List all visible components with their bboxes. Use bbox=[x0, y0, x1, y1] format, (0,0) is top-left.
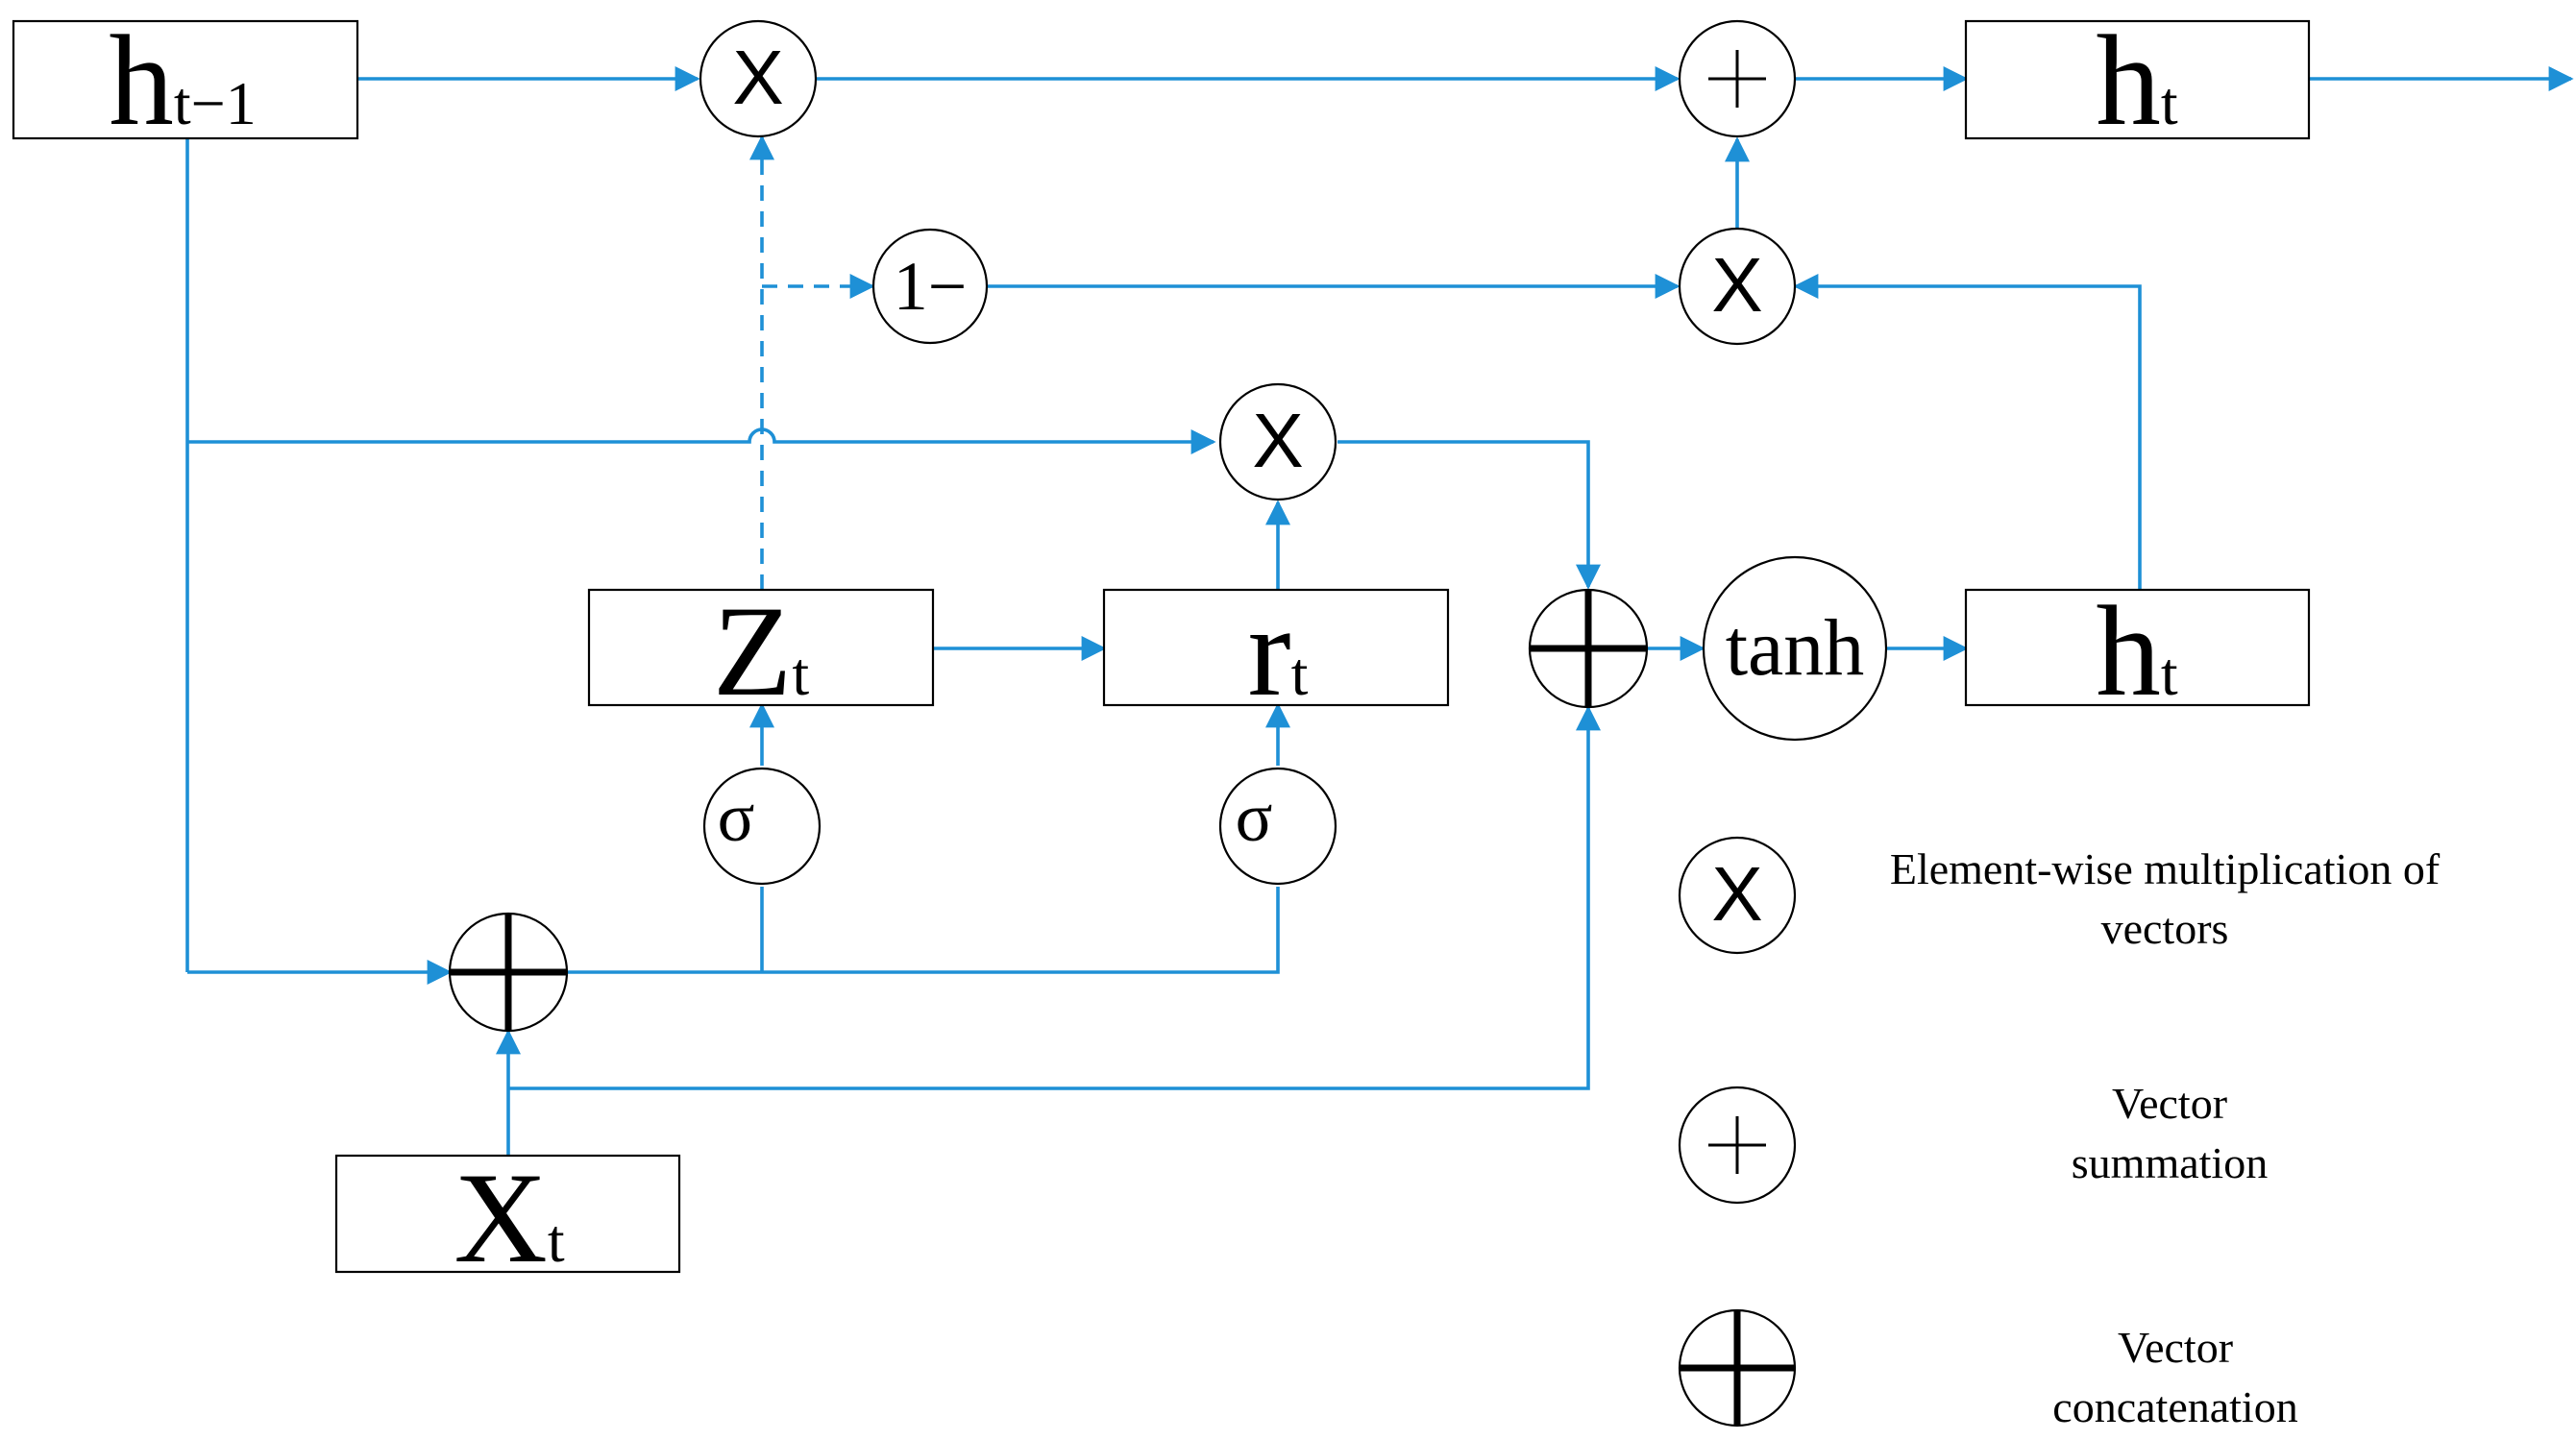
x-input-base: X bbox=[454, 1147, 548, 1290]
svg-text:Zt: Zt bbox=[713, 580, 809, 723]
legend: X Element-wise multiplication of vectors… bbox=[1678, 836, 2441, 1431]
legend-multiply: X Element-wise multiplication of vectors bbox=[1678, 836, 2441, 955]
connections bbox=[185, 66, 2574, 1156]
multiply-icon: X bbox=[1252, 398, 1303, 483]
h-prev-block: ht−1 bbox=[12, 10, 359, 153]
plus-node-top bbox=[1678, 19, 1797, 138]
h-candidate-base: h bbox=[2096, 580, 2161, 723]
r-gate-sub: t bbox=[1291, 640, 1309, 708]
tanh-node: tanh bbox=[1702, 555, 1888, 742]
sigma-z-label: σ bbox=[718, 779, 755, 856]
svg-text:rt: rt bbox=[1248, 580, 1309, 723]
h-candidate-block: ht bbox=[1964, 580, 2311, 723]
svg-text:ht−1: ht−1 bbox=[109, 10, 256, 153]
multiply-icon: X bbox=[1711, 242, 1762, 328]
one-minus-label: 1− bbox=[894, 248, 968, 325]
legend-concatenation: Vector concatenation bbox=[1678, 1308, 2298, 1431]
one-minus-node: 1− bbox=[871, 228, 989, 345]
legend-concatenation-text-line2: concatenation bbox=[2052, 1382, 2297, 1431]
multiply-node-mid: X bbox=[1218, 382, 1337, 501]
legend-multiply-text-line1: Element-wise multiplication of bbox=[1890, 844, 2441, 893]
x-input-block: Xt bbox=[334, 1147, 681, 1290]
wire-hprev-to-mult-mid bbox=[187, 427, 1216, 454]
legend-summation-text-line2: summation bbox=[2072, 1138, 2268, 1187]
h-out-sub: t bbox=[2161, 69, 2178, 137]
x-input-sub: t bbox=[548, 1207, 565, 1275]
svg-text:ht: ht bbox=[2096, 10, 2178, 153]
multiply-node-top: X bbox=[699, 19, 818, 138]
wire-concat-to-sigmas bbox=[567, 887, 1280, 974]
h-out-block: ht bbox=[1964, 10, 2311, 153]
multiply-node-right: X bbox=[1678, 227, 1797, 346]
wire-x-to-concat2 bbox=[508, 705, 1601, 1090]
legend-summation: Vector summation bbox=[1678, 1079, 2268, 1205]
h-prev-base: h bbox=[109, 10, 174, 153]
wire-hcand-to-mult-right bbox=[1793, 274, 2142, 590]
plus-icon bbox=[1708, 50, 1766, 108]
wire-mult-mid-to-concat2 bbox=[1337, 440, 1601, 590]
sigma-node-r: σ bbox=[1218, 767, 1337, 886]
tanh-label: tanh bbox=[1726, 603, 1865, 693]
concat-node-left bbox=[448, 912, 569, 1033]
legend-concatenation-text-line1: Vector bbox=[2118, 1323, 2233, 1372]
svg-text:ht: ht bbox=[2096, 580, 2178, 723]
z-gate-sub: t bbox=[792, 640, 809, 708]
h-out-base: h bbox=[2096, 10, 2161, 153]
concat-icon bbox=[1530, 590, 1647, 707]
concat-icon bbox=[450, 914, 567, 1031]
r-gate-base: r bbox=[1248, 580, 1291, 723]
sigma-r-label: σ bbox=[1236, 779, 1273, 856]
h-prev-sub: t−1 bbox=[174, 69, 257, 137]
concat-icon bbox=[1680, 1310, 1795, 1426]
z-gate-block: Zt bbox=[587, 580, 935, 723]
multiply-icon: X bbox=[732, 35, 783, 120]
plus-icon bbox=[1708, 1116, 1766, 1174]
sigma-node-z: σ bbox=[702, 767, 822, 886]
concat-node-right bbox=[1528, 588, 1649, 709]
r-gate-block: rt bbox=[1102, 580, 1450, 723]
multiply-icon: X bbox=[1711, 851, 1762, 937]
legend-summation-text-line1: Vector bbox=[2112, 1079, 2227, 1128]
h-candidate-sub: t bbox=[2161, 640, 2178, 708]
svg-text:Xt: Xt bbox=[454, 1147, 565, 1290]
z-gate-base: Z bbox=[713, 580, 792, 723]
legend-multiply-text-line2: vectors bbox=[2101, 904, 2229, 953]
